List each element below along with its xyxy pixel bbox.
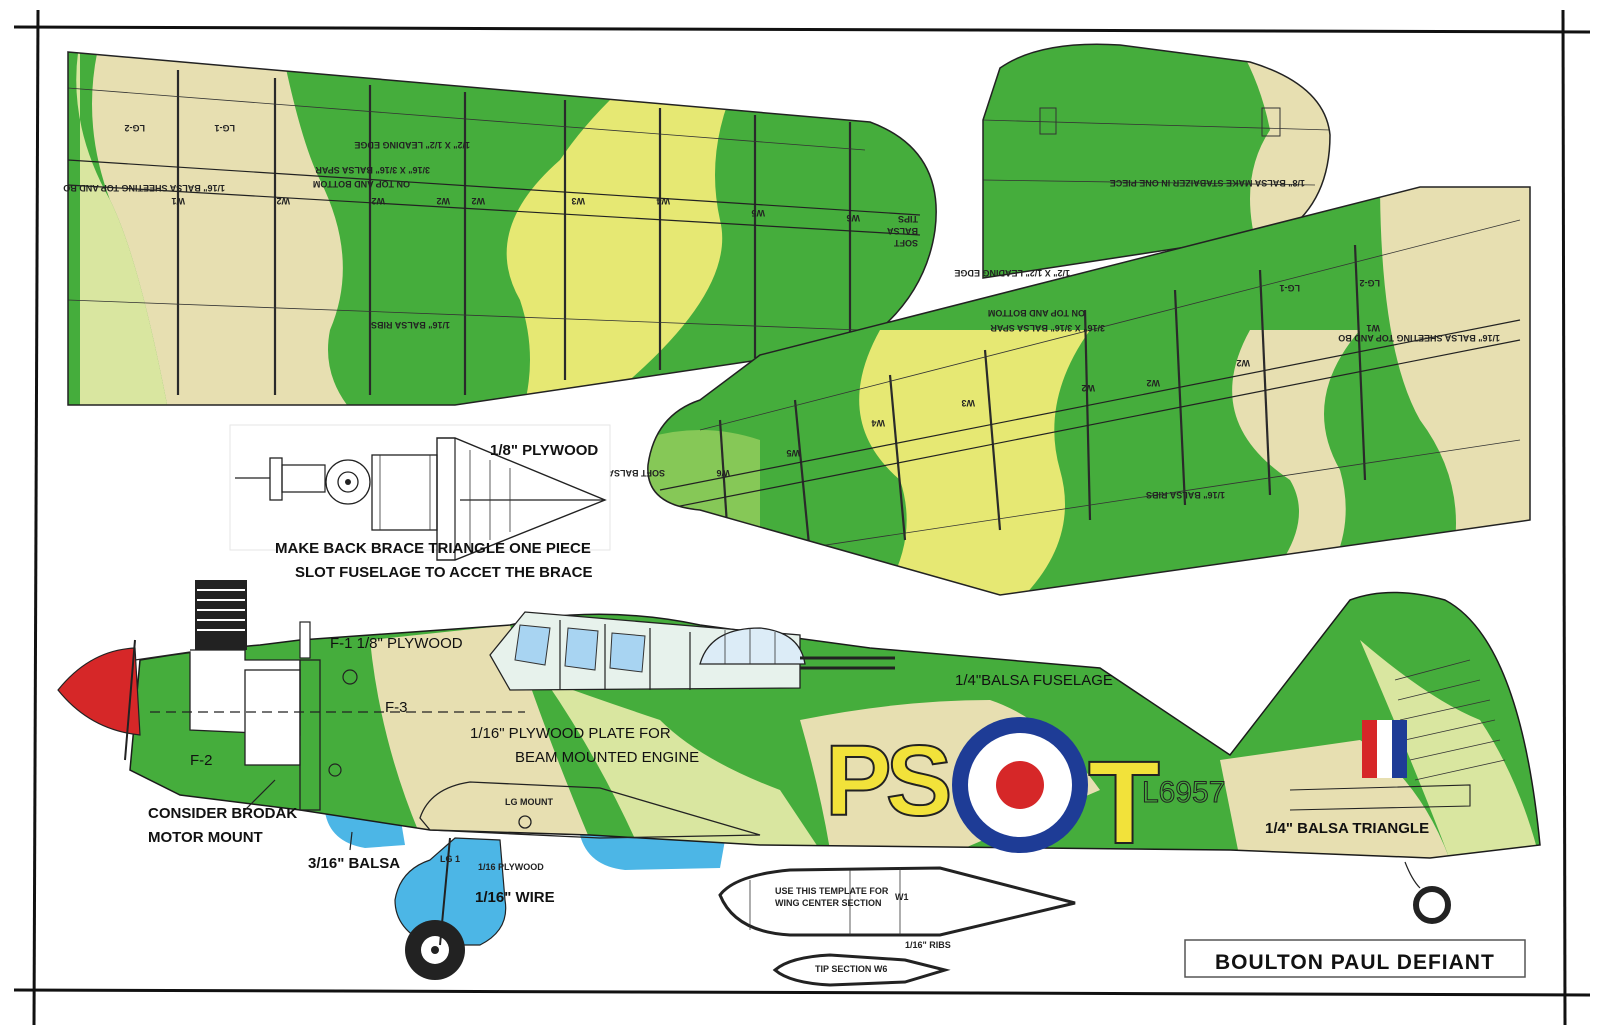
rw-spar-label: 3/16" X 3/16" BALSA SPAR — [990, 323, 1105, 333]
f3-label: F-3 — [385, 699, 408, 716]
main-gear-fairing — [394, 837, 507, 946]
rib-label-w5: W5 — [752, 208, 766, 218]
rw-rib-w2a: W2 — [1237, 358, 1251, 368]
sheeting-label: 1/16" BALSA SHEETING TOP AND BO — [63, 183, 225, 193]
tips-label-3: TIPS — [898, 214, 918, 224]
wing-root-outline — [419, 781, 761, 839]
radiator-scoop-rear — [580, 835, 725, 870]
rib-label-w4: W4 — [657, 196, 671, 206]
rib-label-w2b: W2 — [372, 196, 386, 206]
rib-label-w2a: W2 — [277, 196, 291, 206]
rw-rib-w2c: W2 — [1082, 383, 1096, 393]
spinner — [57, 647, 141, 736]
rw-rib-w2b: W2 — [1147, 378, 1161, 388]
balsa-triangle-label: 1/4" BALSA TRIANGLE — [1265, 820, 1429, 837]
plywood-label: 1/8" PLYWOOD — [490, 442, 598, 459]
plywood-plate-label-1: 1/16" PLYWOOD PLATE FOR — [470, 725, 671, 742]
tip-section-label: TIP SECTION W6 — [815, 964, 887, 974]
rw-rib-w5: W5 — [787, 448, 801, 458]
balsa-316-label: 3/16" BALSA — [308, 855, 400, 872]
center-section-airfoil — [718, 866, 1076, 937]
rw-lg1-label: LG-1 — [1279, 283, 1300, 293]
rw-spar-note-label: ON TOP AND BOTTOM — [988, 308, 1085, 318]
rw-leading-edge-label: 1/2" X 1/2" LEADING EDGE — [954, 268, 1070, 278]
leading-edge-label: 1/2" X 1/2" LEADING EDGE — [354, 140, 470, 150]
rib-label-w3: W3 — [572, 196, 586, 206]
spar-note-label: ON TOP AND BOTTOM — [313, 179, 410, 189]
rw-sheeting-label: 1/16" BALSA SHEETING TOP AND BO — [1338, 333, 1500, 343]
code-letter-t: T — [1088, 737, 1160, 869]
rib-label-w2d: W2 — [472, 196, 486, 206]
engine-mount-box — [244, 669, 301, 766]
engine-cylinder — [195, 580, 247, 650]
lg2-label: LG-2 — [124, 123, 145, 133]
plywood-116-label: 1/16 PLYWOOD — [478, 862, 544, 872]
lg1-label: LG-1 — [214, 123, 235, 133]
lg1-fuselage-label: LG 1 — [440, 854, 460, 864]
rw-tips-label: SOFT BALSA TIPS — [585, 468, 665, 478]
brodak-label-1: CONSIDER BRODAK — [148, 805, 297, 822]
template-label-2: WING CENTER SECTION — [775, 898, 882, 908]
template-w1-label: W1 — [895, 892, 909, 902]
plywood-plate-label-2: BEAM MOUNTED ENGINE — [515, 749, 699, 766]
rw-rib-w3: W3 — [962, 398, 976, 408]
template-ribs-label: 1/16" RIBS — [905, 940, 951, 950]
tips-label-2: BALSA — [887, 226, 918, 236]
raf-roundel — [952, 717, 1088, 853]
lg-mount-label: LG MOUNT — [505, 797, 553, 807]
rw-ribs-label: 1/16" BALSA RIBS — [1146, 490, 1225, 500]
f2-label: F-2 — [190, 752, 213, 769]
rw-rib-w6: W6 — [717, 468, 731, 478]
brace-note-line2: SLOT FUSELAGE TO ACCET THE BRACE — [295, 564, 593, 581]
tips-label-1: SOFT — [893, 238, 918, 248]
rib-label-w1: W1 — [172, 196, 186, 206]
rw-rib-w4: W4 — [872, 418, 886, 428]
brace-note-line1: MAKE BACK BRACE TRIANGLE ONE PIECE — [275, 540, 591, 557]
tip-section-airfoil — [772, 953, 951, 987]
serial-number: L6957 — [1142, 776, 1225, 809]
rib-label-w2c: W2 — [437, 196, 451, 206]
gun-turret — [699, 627, 806, 665]
airfoil-templates: USE THIS TEMPLATE FOR WING CENTER SECTIO… — [718, 866, 1076, 987]
brodak-label-2: MOTOR MOUNT — [148, 829, 263, 846]
fuselage-side-view: PS T L6957 F-1 1/8" PLYWOOD F-2 F-3 1/4"… — [57, 580, 1541, 980]
rw-rib-w1: W1 — [1367, 323, 1381, 333]
f1-label: F-1 1/8" PLYWOOD — [330, 635, 463, 652]
template-label-1: USE THIS TEMPLATE FOR — [775, 886, 889, 896]
rw-lg2-label: LG-2 — [1359, 278, 1380, 288]
tail-wheel — [1413, 886, 1451, 924]
spar-label: 3/16" X 3/16" BALSA SPAR — [315, 165, 430, 175]
engine-mount-detail: 1/8" PLYWOOD MAKE BACK BRACE TRIANGLE ON… — [229, 424, 611, 581]
ribs-label: 1/16" BALSA RIBS — [371, 320, 450, 330]
wire-label: 1/16" WIRE — [475, 889, 555, 906]
code-letters-ps: PS — [825, 725, 949, 837]
stabilizer-note: 1/8" BALSA MAKE STABAIZER IN ONE PIECE — [1110, 178, 1305, 188]
drawing-title: BOULTON PAUL DEFIANT — [1215, 951, 1495, 974]
fin-flash — [1362, 720, 1407, 778]
balsa-fuselage-label: 1/4"BALSA FUSELAGE — [955, 672, 1113, 689]
page-frame — [13, 9, 1591, 1026]
rib-label-w6: W6 — [847, 213, 861, 223]
title-block: BOULTON PAUL DEFIANT — [1184, 939, 1526, 978]
